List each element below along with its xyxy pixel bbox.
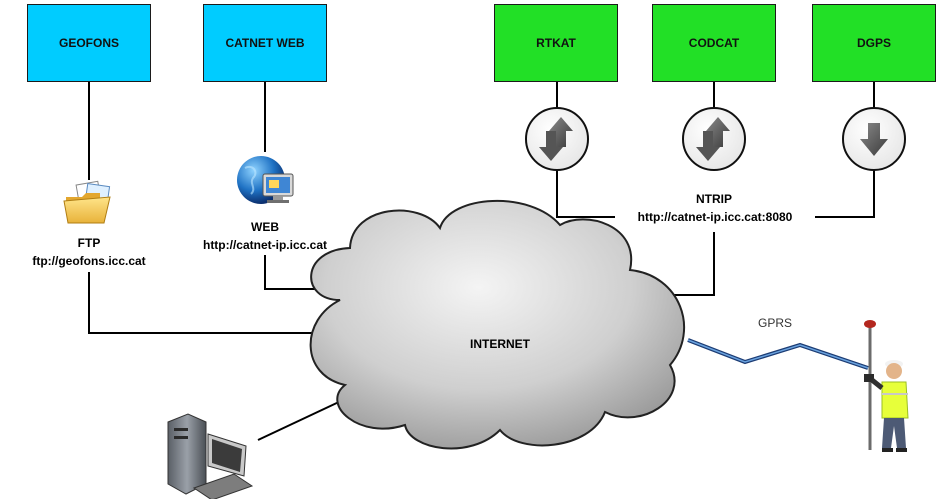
geofons-box: GEOFONS: [27, 4, 151, 82]
ntrip-url: http://catnet-ip.icc.cat:8080: [615, 210, 815, 224]
ftp-url: ftp://geofons.icc.cat: [32, 254, 146, 268]
surveyor-with-gps-pole-icon: [864, 320, 909, 452]
catnet-web-box: CATNET WEB: [203, 4, 327, 82]
ftp-to-internet-line: [88, 272, 330, 334]
web-title: WEB: [251, 220, 279, 234]
codcat-bidirectional-arrows-icon: [682, 107, 746, 171]
web-to-internet-line: [264, 255, 330, 290]
rtkat-to-ntrip-line: [556, 170, 615, 218]
dgps-to-ntrip-line: [815, 170, 875, 218]
codcat-label: CODCAT: [688, 36, 740, 50]
rtkat-box: RTKAT: [494, 4, 618, 82]
globe-monitor-icon: [237, 156, 294, 204]
rtkat-bidirectional-arrows-icon: [525, 107, 589, 171]
dgps-label: DGPS: [856, 36, 891, 50]
gprs-link: [687, 338, 869, 370]
desktop-computer-icon: [167, 413, 254, 499]
ftp-title: FTP: [77, 236, 101, 250]
folder-with-documents-icon: [63, 180, 111, 224]
dgps-box: DGPS: [812, 4, 936, 82]
ntrip-title: NTRIP: [696, 192, 732, 206]
dgps-down-arrow-icon: [842, 107, 906, 171]
geofons-label: GEOFONS: [58, 36, 119, 50]
internet-cloud: [309, 199, 686, 450]
internet-label: INTERNET: [470, 337, 530, 351]
rtkat-label: RTKAT: [536, 36, 576, 50]
codcat-box: CODCAT: [652, 4, 776, 82]
catnet-web-label: CATNET WEB: [225, 36, 305, 50]
gprs-link-highlight: [687, 339, 869, 369]
gprs-label: GPRS: [757, 316, 792, 330]
web-url: http://catnet-ip.icc.cat: [202, 238, 327, 252]
